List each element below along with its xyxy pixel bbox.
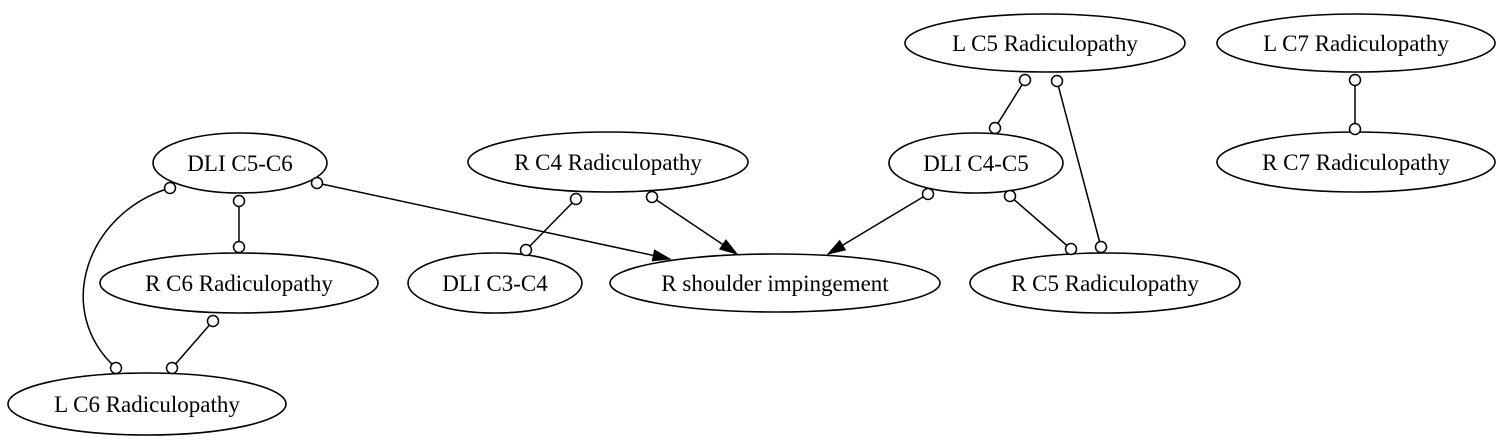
node-ellipse-dli-c4-c5 [888, 132, 1064, 194]
node-label-r-c4-radiculopathy: R C4 Radiculopathy [514, 150, 702, 175]
node-r-c4-radiculopathy: R C4 Radiculopathy [467, 131, 749, 193]
node-label-l-c6-radiculopathy: L C6 Radiculopathy [54, 392, 240, 417]
edge-arrowhead-dli-c5-c6--r-shoulder-impingement [651, 249, 672, 262]
node-ellipse-r-c5-radiculopathy [969, 252, 1241, 314]
edge-tail-odot-r-c4-radiculopathy--r-shoulder-impingement [645, 190, 659, 204]
edge-head-odot-dli-c4-c5--r-c5-radiculopathy [1064, 242, 1078, 256]
edge-head-odot-dli-c5-c6--l-c6-radiculopathy [109, 361, 123, 375]
node-ellipse-dli-c5-c6 [152, 132, 328, 194]
node-dli-c5-c6: DLI C5-C6 [152, 132, 328, 194]
edge-dli-c4-c5--r-shoulder-impingement [827, 193, 929, 255]
node-label-dli-c3-c4: DLI C3-C4 [442, 271, 548, 296]
edge-tail-odot-dli-c5-c6--r-c6-radiculopathy [232, 194, 246, 208]
edge-tail-odot-r-c4-radiculopathy--dli-c3-c4 [569, 192, 583, 206]
node-ellipse-l-c6-radiculopathy [7, 372, 287, 436]
node-ellipse-l-c7-radiculopathy [1216, 13, 1496, 73]
edge-dli-c4-c5--r-c5-radiculopathy [1009, 195, 1072, 250]
node-r-c5-radiculopathy: R C5 Radiculopathy [969, 252, 1241, 314]
edge-dli-c5-c6--r-shoulder-impingement [316, 182, 671, 260]
edge-tail-odot-dli-c5-c6--l-c6-radiculopathy [163, 181, 177, 195]
node-ellipse-dli-c3-c4 [407, 252, 583, 314]
node-label-r-c5-radiculopathy: R C5 Radiculopathy [1011, 271, 1199, 296]
node-label-r-c6-radiculopathy: R C6 Radiculopathy [145, 271, 333, 296]
node-ellipse-r-c4-radiculopathy [467, 131, 749, 193]
edge-decoration-layer [109, 73, 1362, 375]
edge-head-odot-l-c5-radiculopathy--dli-c4-c5 [988, 121, 1002, 135]
node-label-l-c5-radiculopathy: L C5 Radiculopathy [952, 31, 1138, 56]
edge-tail-odot-dli-c4-c5--r-shoulder-impingement [921, 187, 935, 201]
edge-dli-c5-c6--l-c6-radiculopathy [82, 187, 171, 369]
edge-head-odot-dli-c5-c6--r-c6-radiculopathy [232, 240, 246, 254]
edge-arrowhead-dli-c4-c5--r-shoulder-impingement [826, 239, 847, 255]
node-label-r-shoulder-impingement: R shoulder impingement [661, 271, 889, 296]
edge-l-c5-radiculopathy--r-c5-radiculopathy [1056, 80, 1102, 248]
edge-r-c4-radiculopathy--dli-c3-c4 [525, 198, 577, 251]
edge-layer [82, 79, 1356, 369]
node-dli-c4-c5: DLI C4-C5 [888, 132, 1064, 194]
edge-tail-odot-dli-c4-c5--r-c5-radiculopathy [1003, 189, 1017, 203]
node-label-r-c7-radiculopathy: R C7 Radiculopathy [1262, 150, 1450, 175]
edge-tail-odot-dli-c5-c6--r-shoulder-impingement [310, 176, 324, 190]
node-label-l-c7-radiculopathy: L C7 Radiculopathy [1263, 31, 1449, 56]
node-r-c7-radiculopathy: R C7 Radiculopathy [1216, 131, 1496, 193]
edge-head-odot-l-c7-radiculopathy--r-c7-radiculopathy [1348, 122, 1362, 136]
edge-tail-odot-l-c7-radiculopathy--r-c7-radiculopathy [1348, 73, 1362, 87]
node-r-c6-radiculopathy: R C6 Radiculopathy [99, 252, 379, 314]
edge-head-odot-r-c6-radiculopathy--l-c6-radiculopathy [165, 361, 179, 375]
edge-tail-odot-r-c6-radiculopathy--l-c6-radiculopathy [206, 314, 220, 328]
edge-arrowhead-r-c4-radiculopathy--r-shoulder-impingement [719, 239, 739, 255]
node-l-c6-radiculopathy: L C6 Radiculopathy [7, 372, 287, 436]
edge-tail-odot-l-c5-radiculopathy--r-c5-radiculopathy [1050, 74, 1064, 88]
node-l-c7-radiculopathy: L C7 Radiculopathy [1216, 13, 1496, 73]
node-label-dli-c4-c5: DLI C4-C5 [923, 151, 1028, 176]
edge-l-c5-radiculopathy--dli-c4-c5 [994, 79, 1026, 129]
edge-head-odot-r-c4-radiculopathy--dli-c3-c4 [519, 243, 533, 257]
node-layer: L C5 Radiculopathy L C7 RadiculopathyDLI … [7, 13, 1496, 436]
node-r-shoulder-impingement: R shoulder impingement [609, 253, 941, 313]
edge-tail-odot-l-c5-radiculopathy--dli-c4-c5 [1018, 73, 1032, 87]
edge-r-c6-radiculopathy--l-c6-radiculopathy [171, 320, 214, 369]
node-ellipse-l-c5-radiculopathy [904, 13, 1186, 73]
edge-head-odot-l-c5-radiculopathy--r-c5-radiculopathy [1094, 240, 1108, 254]
node-l-c5-radiculopathy: L C5 Radiculopathy [904, 13, 1186, 73]
node-ellipse-r-shoulder-impingement [609, 253, 941, 313]
node-dli-c3-c4: DLI C3-C4 [407, 252, 583, 314]
node-label-dli-c5-c6: DLI C5-C6 [187, 151, 292, 176]
